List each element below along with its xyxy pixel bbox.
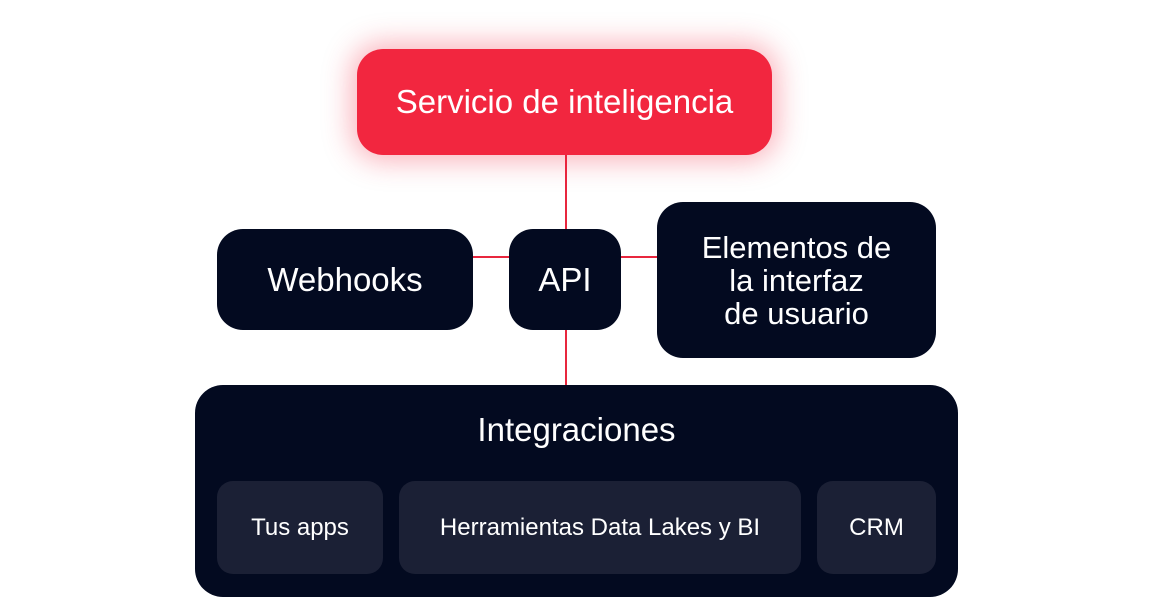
connector-api-ui bbox=[621, 256, 657, 258]
api-node: API bbox=[509, 229, 621, 330]
connector-intelligence-api bbox=[565, 155, 567, 229]
integrations-title: Integraciones bbox=[477, 411, 676, 448]
integration-your-apps: Tus apps bbox=[217, 481, 383, 574]
webhooks-label: Webhooks bbox=[267, 260, 423, 298]
integration-crm: CRM bbox=[817, 481, 936, 574]
intelligence-service-node: Servicio de inteligencia bbox=[357, 49, 772, 155]
integration-your-apps-label: Tus apps bbox=[251, 513, 349, 541]
ui-elements-node: Elementos de la interfaz de usuario bbox=[657, 202, 936, 358]
webhooks-node: Webhooks bbox=[217, 229, 473, 330]
integration-data-lakes-bi: Herramientas Data Lakes y BI bbox=[399, 481, 801, 574]
intelligence-service-label: Servicio de inteligencia bbox=[395, 83, 734, 120]
connector-webhooks-api bbox=[473, 256, 509, 258]
integrations-node: Integraciones Tus apps Herramientas Data… bbox=[195, 385, 958, 597]
connector-api-integrations bbox=[565, 330, 567, 385]
ui-elements-label: Elementos de la interfaz de usuario bbox=[701, 229, 892, 331]
integration-crm-label: CRM bbox=[849, 513, 904, 541]
integration-data-lakes-bi-label: Herramientas Data Lakes y BI bbox=[439, 513, 761, 541]
api-label: API bbox=[538, 260, 592, 298]
